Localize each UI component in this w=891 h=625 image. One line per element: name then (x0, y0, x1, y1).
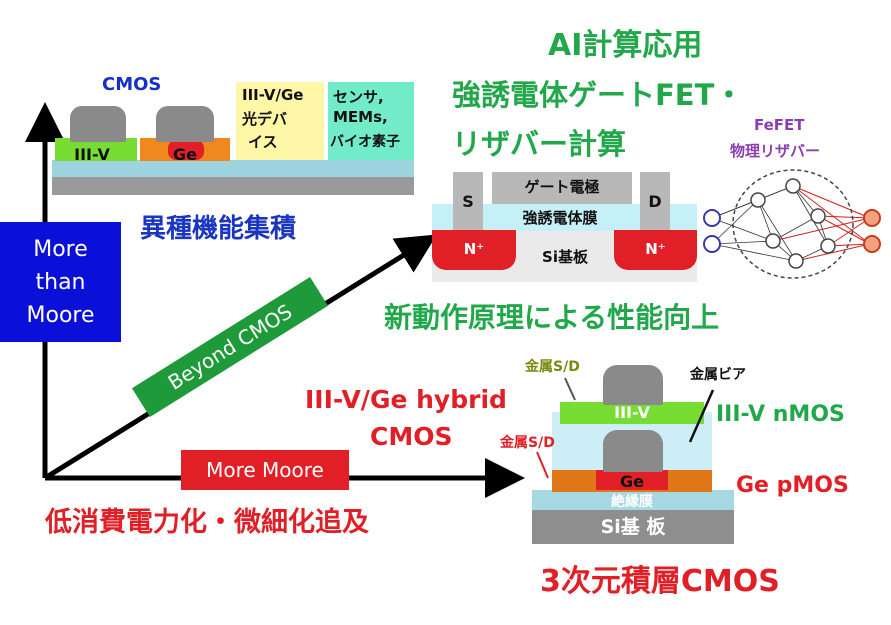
fefet-n-plus-left (432, 230, 516, 270)
cmos-label: CMOS (102, 74, 162, 95)
stack-ge-label: Ge (620, 472, 644, 491)
fefet-title-line1: 強誘電体ゲートFET・ (452, 78, 744, 112)
hetero-integration-label: 異種機能集積 (140, 214, 297, 244)
sensor-box (328, 82, 414, 160)
fefet-si-label: Si基板 (542, 248, 588, 266)
photonic-line1: III-V/Ge (242, 86, 304, 104)
cmos-iiiv-gate (70, 106, 126, 142)
sensor-line1: センサ, (333, 88, 384, 106)
cmos-ge-gate (156, 106, 214, 142)
reservoir-network (703, 169, 881, 279)
stack-insulator-label: 絶縁膜 (611, 494, 653, 510)
photonic-line2: 光デバ (242, 110, 288, 128)
cmos-iiiv-label: III-V (74, 145, 110, 164)
fefet-title-line2: リザバー計算 (452, 127, 627, 161)
stack-ge-red (596, 470, 668, 490)
fefet-n-plus-right (614, 230, 697, 270)
stack-si-base (532, 508, 734, 544)
ge-pmos-label: Ge pMOS (736, 473, 849, 498)
fefet-source-label: S (462, 192, 474, 211)
cmos-base (52, 177, 414, 195)
hybrid-line2: CMOS (370, 422, 453, 451)
metal-sd-top-label: 金属S/D (525, 359, 580, 375)
ai-title: AI計算応用 (548, 28, 703, 63)
fefet-source (453, 172, 483, 230)
cmos-iiiv-region (55, 138, 137, 161)
more-than-moore-label: More than Moore (26, 236, 95, 328)
fefet-n-plus-left-label: N⁺ (463, 240, 485, 258)
low-power-label: 低消費電力化・微細化追及 (45, 507, 369, 538)
more-than-moore-box: More than Moore (0, 222, 121, 342)
stack-lower-gate (603, 430, 663, 472)
stacked-cmos-label: 3次元積層CMOS (540, 564, 780, 599)
photonic-line3: イス (248, 133, 278, 151)
more-moore-label: More Moore (206, 458, 324, 482)
stack-iiiv-layer (560, 402, 704, 424)
new-principle-label: 新動作原理による性能向上 (384, 301, 720, 334)
stack-iiiv-label: III-V (614, 403, 650, 422)
cmos-ge-label: Ge (173, 145, 197, 164)
photonic-box (236, 82, 324, 160)
fefet-gate-electrode (492, 172, 632, 204)
stack-si-label: Si基 板 (600, 516, 666, 538)
fefet-drain (640, 172, 670, 230)
cmos-ge-red (168, 140, 204, 160)
iiiv-nmos-label: III-V nMOS (716, 402, 845, 427)
fefet-label-line1: FeFET (754, 116, 805, 134)
cmos-substrate (52, 160, 414, 178)
fefet-gate-label: ゲート電極 (524, 178, 600, 196)
metal-via-label: 金属ビア (690, 367, 746, 383)
metal-sd-bottom-label: 金属S/D (500, 435, 555, 451)
more-moore-box: More Moore (181, 450, 349, 490)
fefet-drain-label: D (648, 192, 662, 211)
hybrid-line1: III-V/Ge hybrid (305, 385, 507, 414)
fefet-n-plus-right-label: N⁺ (645, 240, 666, 258)
fefet-label-line2: 物理リザバー (730, 142, 821, 160)
fefet-ferro-label: 強誘電体膜 (522, 209, 598, 227)
stack-upper-gate (603, 365, 663, 405)
sensor-line2: MEMs, (333, 108, 388, 126)
stack-insulator (532, 490, 734, 510)
sensor-line3: バイオ素子 (330, 134, 400, 150)
